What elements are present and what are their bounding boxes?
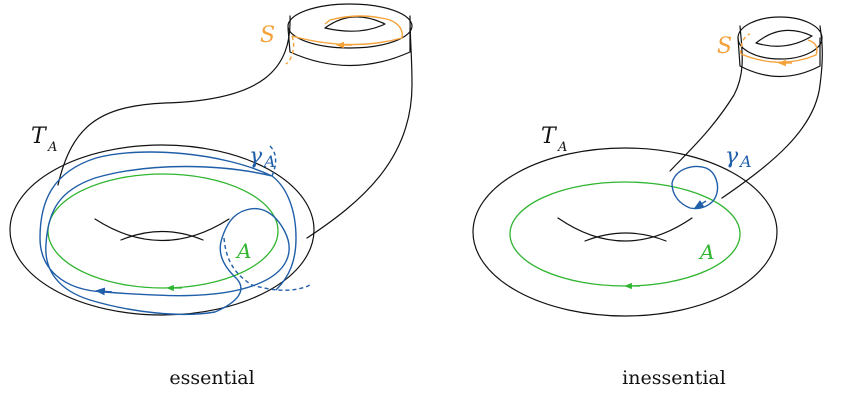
label-a: A [235,239,251,263]
curve-gamma-a-hidden [223,237,311,291]
label-gamma-sub: A [738,152,752,171]
boundary-s-curve [291,15,403,46]
curve-gamma-a-solid [39,151,297,316]
boundary-cylinder [287,3,413,67]
boundary-cylinder [737,16,823,78]
boundary-s [285,15,403,65]
cycle-a-curve [509,181,741,287]
label-s: S [260,23,275,48]
label-gamma-main: γ [725,144,739,169]
label-a: A [698,240,714,264]
label-gamma-a: γ A [249,144,276,171]
tube-handle [57,15,413,239]
panel-essential: T A γ A A S essential [9,3,413,389]
boundary-s-curve [740,39,818,63]
label-t-main: T [31,124,48,149]
torus-outer-boundary [472,147,778,317]
panel-inessential: T A γ A A S inessential [472,16,823,389]
label-s: S [717,34,732,59]
label-t-a: T A [31,124,57,155]
torus-outer-boundary [9,144,315,316]
label-gamma-a: γ A [725,144,752,171]
label-t-main: T [541,124,558,149]
tube-handle [669,25,823,199]
torus-hole [94,218,230,241]
curve-gamma-a-solid [671,165,719,210]
boundary-s [740,33,818,67]
cycle-a [509,181,741,290]
curve-gamma-a [671,165,719,210]
label-t-a: T A [541,124,567,155]
caption-inessential: inessential [622,367,726,389]
label-t-sub: A [47,140,57,155]
label-t-sub: A [557,140,567,155]
label-gamma-main: γ [249,144,263,169]
label-gamma-sub: A [262,152,276,171]
curve-gamma-a [39,145,311,316]
caption-essential: essential [169,367,254,389]
torus-hole [557,217,693,242]
